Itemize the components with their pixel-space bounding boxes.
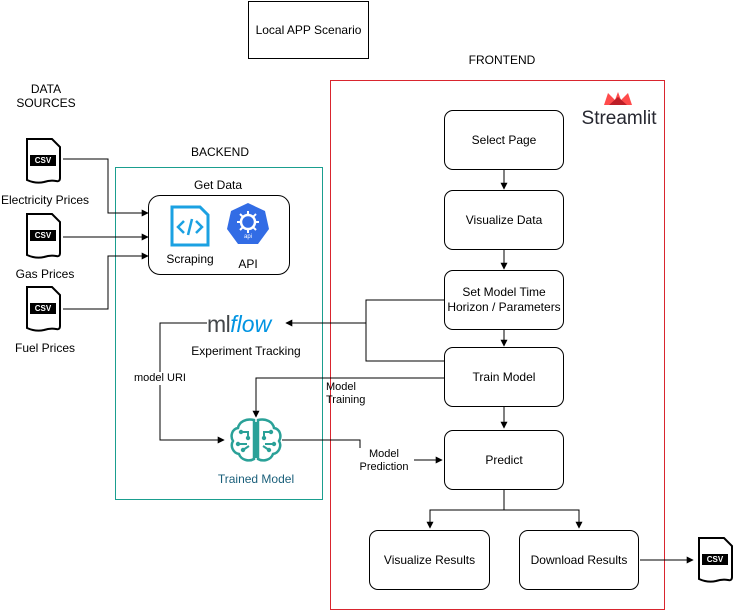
predict-box: Predict [444,430,564,490]
output-csv-badge-text: CSV [706,555,724,564]
model-training-label: Model Training [326,381,366,406]
backend-label: BACKEND [190,145,249,159]
train-model-box: Train Model [444,347,564,407]
mlflow-logo: mlflow [207,310,287,338]
page-title: Local APP Scenario [248,1,369,59]
streamlit-brand-label: Streamlit [581,108,657,129]
mlflow-logo-ml: ml [207,311,231,337]
visualize-results-box: Visualize Results [369,530,490,590]
frontend-label: FRONTEND [468,53,536,67]
source-label-electricity: Electricity Prices [0,193,89,207]
trained-model-brain-icon [229,416,283,464]
streamlit-crown-icon [603,91,633,107]
visualize-data-box: Visualize Data [444,190,564,250]
select-page-box: Select Page [444,110,564,170]
model-uri-label: model URI [128,372,192,385]
source-label-fuel: Fuel Prices [14,341,76,355]
edge-electricity-to-getdata [63,158,149,217]
api-badge-text: api [243,234,252,240]
set-model-params-box: Set Model Time Horizon / Parameters [444,270,564,330]
csv-badge-text: CSV [34,156,52,165]
output-csv-file-icon: CSV [696,537,734,583]
experiment-tracking-label: Experiment Tracking [191,344,301,358]
scraping-label: Scraping [166,252,214,266]
edge-predict-to-visualize-results [426,490,505,529]
get-data-title: Get Data [193,178,243,192]
mlflow-logo-flow: flow [230,311,272,337]
edge-fuel-to-getdata [63,252,149,310]
backend-region [115,167,323,500]
csv-file-icon: CSV [24,286,62,332]
download-results-box: Download Results [519,530,639,590]
frontend-region [330,80,665,610]
csv-file-icon: CSV [24,213,62,259]
model-prediction-label: Model Prediction [354,448,414,474]
api-label: API [238,257,258,271]
edge-predict-to-download-results [503,490,583,529]
csv-badge-text: CSV [34,304,52,313]
edge-train-to-mlflow [365,299,444,362]
scraping-icon [170,205,210,247]
api-kubernetes-icon: api [225,201,271,247]
csv-badge-text: CSV [34,231,52,240]
data-sources-heading: DATA SOURCES [16,82,76,110]
edge-train-to-model [252,377,444,418]
csv-file-icon: CSV [24,138,62,184]
trained-model-label: Trained Model [217,472,295,486]
source-label-gas: Gas Prices [15,267,75,281]
